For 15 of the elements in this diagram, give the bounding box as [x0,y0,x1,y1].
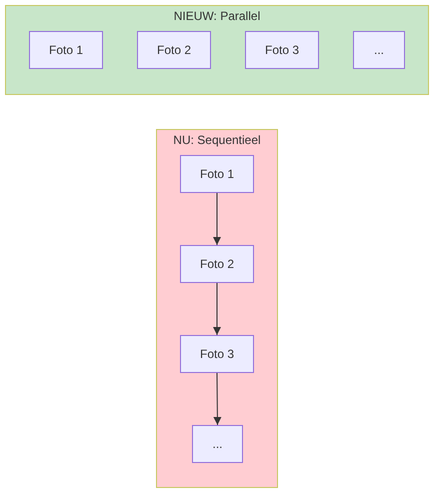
arrow [213,372,222,426]
process-box: Foto 3 [180,335,254,373]
process-box: Foto 1 [180,155,254,193]
process-box: Foto 1 [29,31,103,69]
process-box: ... [192,425,243,463]
process-box: ... [353,31,405,69]
group-panel [156,129,278,488]
group-title: NIEUW: Parallel [174,9,260,23]
arrow [213,192,221,246]
arrow [213,282,221,336]
process-box: Foto 2 [137,31,211,69]
process-box: Foto 2 [180,245,254,283]
group-panel [5,5,429,95]
process-box: Foto 3 [245,31,319,69]
group-title: NU: Sequentieel [173,133,261,147]
